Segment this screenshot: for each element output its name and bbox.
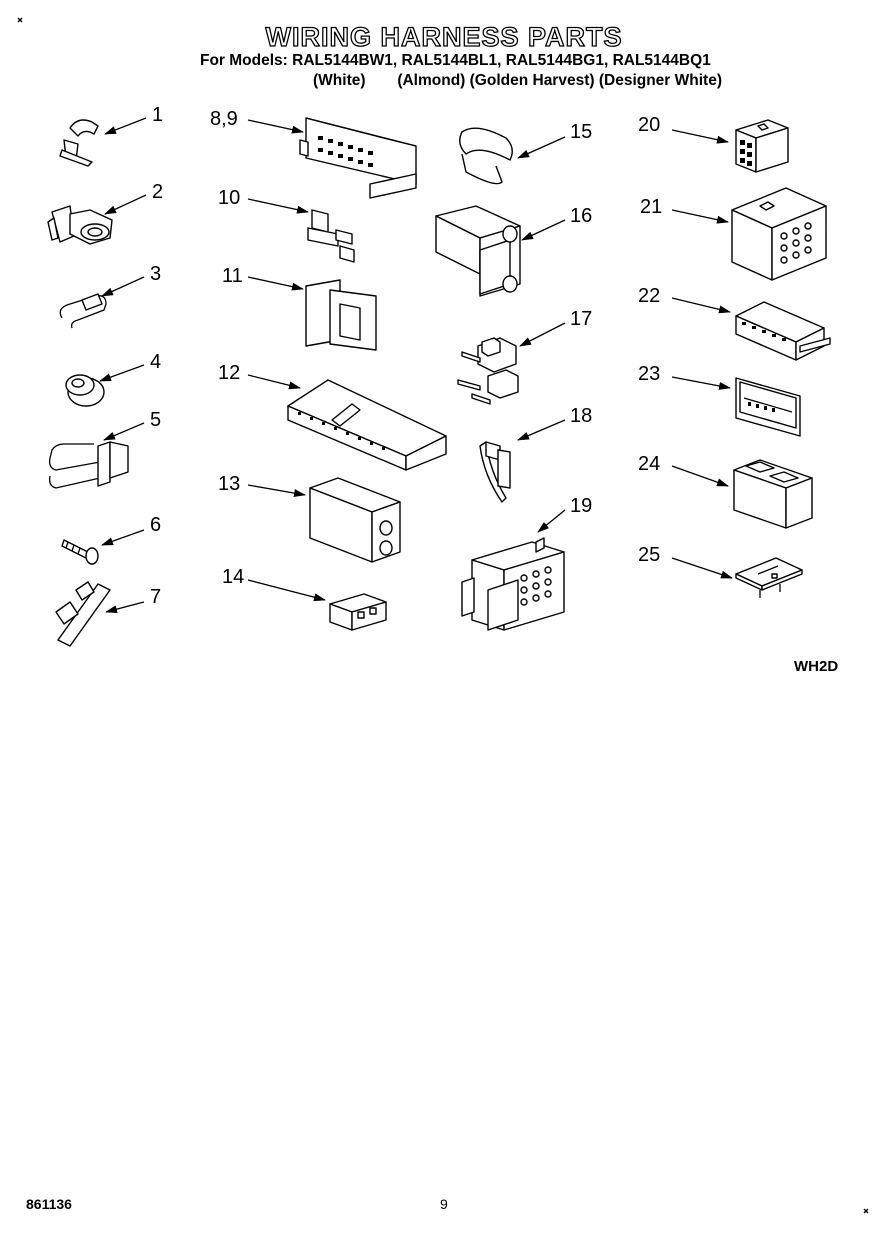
corner-mark xyxy=(863,1208,869,1214)
part-label-5: 5 xyxy=(150,409,162,431)
part-14-block xyxy=(329,593,387,631)
arrow-4 xyxy=(99,364,145,382)
arrow-14 xyxy=(247,579,326,602)
page-title: WIRING HARNESS PARTS xyxy=(265,21,623,52)
part-label-10: 10 xyxy=(218,187,241,209)
part-label-20: 20 xyxy=(638,114,661,136)
arrow-18 xyxy=(517,419,566,441)
part-22-connector xyxy=(735,301,831,361)
color-white: (White) xyxy=(313,72,366,89)
part-10-connector xyxy=(307,209,355,263)
arrow-7 xyxy=(105,601,145,614)
leader-arrows xyxy=(99,117,733,614)
part-label-23: 23 xyxy=(638,363,661,385)
arrow-20 xyxy=(671,129,729,144)
arrow-1 xyxy=(104,117,147,135)
arrow-10 xyxy=(247,198,309,214)
arrow-12 xyxy=(247,374,301,390)
part-label-24: 24 xyxy=(638,453,661,475)
part-label-14: 14 xyxy=(222,566,245,588)
corner-mark xyxy=(17,17,23,23)
part-label-13: 13 xyxy=(218,473,241,495)
part-15-sleeve xyxy=(459,127,513,185)
part-label-18: 18 xyxy=(570,405,593,427)
part-label-21: 21 xyxy=(640,196,663,218)
diagram-code: WH2D xyxy=(794,658,839,675)
model-list: For Models: RAL5144BW1, RAL5144BL1, RAL5… xyxy=(200,52,711,69)
arrow-8-9 xyxy=(247,119,304,134)
part-4-grommet xyxy=(65,374,105,407)
part-label-11: 11 xyxy=(222,265,243,287)
part-label-1: 1 xyxy=(152,104,164,126)
arrow-21 xyxy=(671,209,729,224)
arrow-19 xyxy=(537,509,566,533)
part-label-22: 22 xyxy=(638,285,661,307)
model-colors: (White) (Almond) (Golden Harvest) (Desig… xyxy=(313,72,722,90)
part-2-clamp xyxy=(47,205,113,245)
part-12-strip xyxy=(287,379,447,471)
part-label-25: 25 xyxy=(638,544,661,566)
arrow-22 xyxy=(671,297,731,314)
part-label-2: 2 xyxy=(152,181,164,203)
arrow-3 xyxy=(101,276,145,297)
part-label-4: 4 xyxy=(150,351,162,373)
part-3-wire-clip xyxy=(59,293,107,329)
part-16-connector xyxy=(435,205,521,297)
arrow-23 xyxy=(671,376,731,390)
part-23-plug xyxy=(735,377,801,437)
part-24-housing xyxy=(733,459,813,529)
arrow-6 xyxy=(101,529,145,546)
arrow-13 xyxy=(247,484,306,498)
color-golden-harvest: (Golden Harvest) xyxy=(469,72,595,89)
part-1-clip xyxy=(59,119,99,167)
part-label-17: 17 xyxy=(570,308,593,330)
color-designer-white: (Designer White) xyxy=(598,72,722,89)
page-number: 9 xyxy=(440,1196,448,1212)
arrow-11 xyxy=(247,276,304,291)
part-21-block xyxy=(731,187,827,281)
part-6-screw xyxy=(61,539,99,565)
arrow-17 xyxy=(519,322,566,347)
document-number: 861136 xyxy=(26,1196,72,1212)
part-label-15: 15 xyxy=(570,121,593,143)
part-label-7: 7 xyxy=(150,586,162,608)
part-19-connector xyxy=(461,537,565,631)
arrow-24 xyxy=(671,465,729,487)
arrow-5 xyxy=(103,422,145,441)
part-20-block xyxy=(735,119,789,173)
part-label-8-9: 8,9 xyxy=(210,108,238,130)
part-5-strap xyxy=(48,441,129,489)
part-11-housing xyxy=(305,279,377,351)
part-label-19: 19 xyxy=(570,495,593,517)
part-label-16: 16 xyxy=(570,205,593,227)
part-18-curved-clip xyxy=(479,441,511,503)
arrow-25 xyxy=(671,557,733,579)
part-17-switch xyxy=(457,337,519,405)
part-8-9-connector-block xyxy=(299,117,417,199)
arrow-16 xyxy=(521,219,566,241)
part-25-plate xyxy=(735,557,803,598)
arrow-2 xyxy=(104,194,147,215)
part-label-12: 12 xyxy=(218,362,241,384)
part-7-tab xyxy=(55,581,111,647)
color-almond: (Almond) xyxy=(397,72,466,89)
arrow-15 xyxy=(517,136,566,159)
part-label-3: 3 xyxy=(150,263,162,285)
part-label-6: 6 xyxy=(150,514,162,536)
part-13-housing xyxy=(309,477,401,563)
